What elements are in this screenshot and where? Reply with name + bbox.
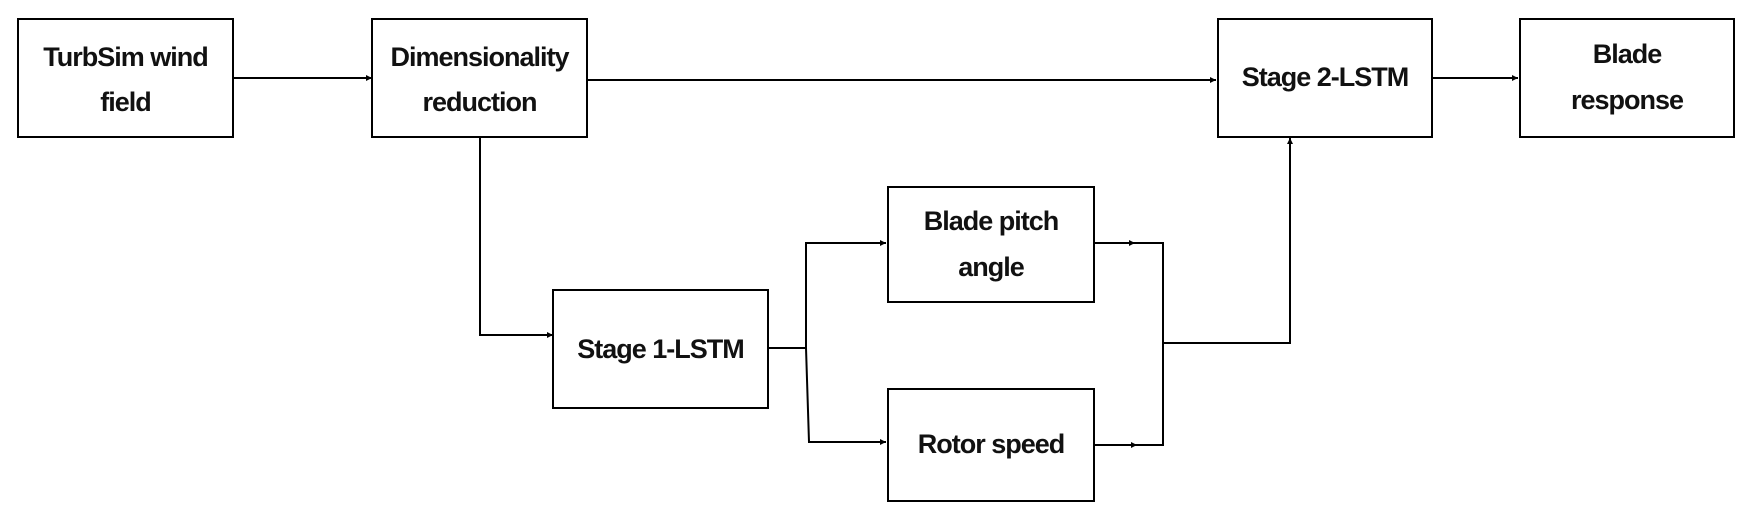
node-label: Rotor speed bbox=[918, 429, 1065, 459]
node-rotor-speed: Rotor speed bbox=[887, 388, 1095, 502]
edge-merge-to-stage2 bbox=[1163, 138, 1293, 344]
node-label: Stage 1-LSTM bbox=[577, 334, 744, 364]
node-label: Blade pitch bbox=[924, 206, 1059, 236]
node-label: angle bbox=[958, 252, 1025, 282]
node-label: response bbox=[1571, 85, 1684, 115]
node-label: Stage 2-LSTM bbox=[1242, 62, 1409, 92]
node-turbsim-wind-field: TurbSim wind field bbox=[17, 18, 234, 138]
node-label: TurbSim wind bbox=[43, 42, 208, 72]
edge-stage1-to-pitch bbox=[768, 240, 886, 349]
edge-merge bbox=[1130, 242, 1164, 446]
node-stage1-lstm: Stage 1-LSTM bbox=[552, 289, 769, 409]
node-stage2-lstm: Stage 2-LSTM bbox=[1217, 18, 1433, 138]
edges bbox=[233, 75, 1518, 448]
node-label: Blade bbox=[1593, 39, 1663, 69]
node-blade-response: Blade response bbox=[1519, 18, 1735, 138]
node-label: reduction bbox=[422, 87, 536, 117]
edge-dimred-to-stage1 bbox=[479, 138, 553, 338]
node-label: Dimensionality bbox=[390, 42, 569, 72]
edge-stage1-to-rotor bbox=[805, 347, 886, 445]
node-label: field bbox=[100, 87, 151, 117]
node-dimensionality-reduction: Dimensionality reduction bbox=[371, 18, 588, 138]
node-blade-pitch-angle: Blade pitch angle bbox=[887, 186, 1095, 303]
